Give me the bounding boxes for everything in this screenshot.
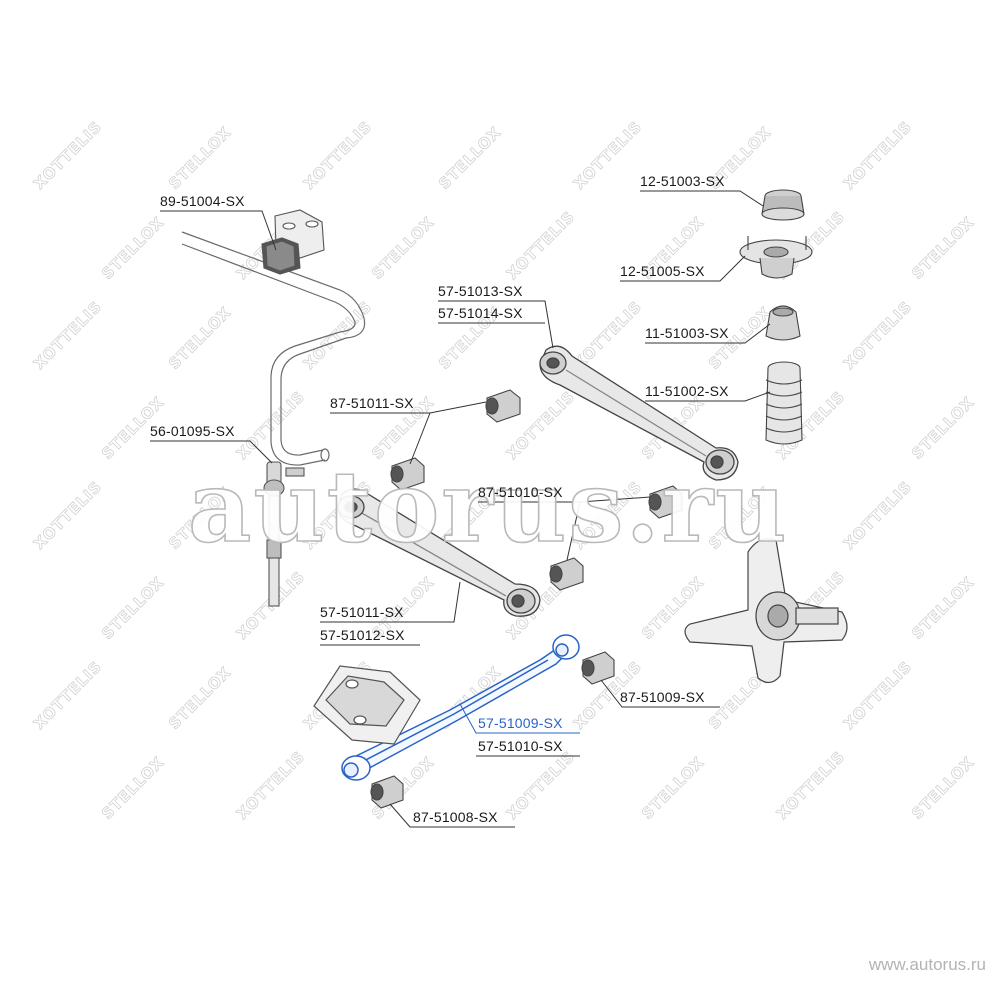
part-label-57-51013[interactable]: 57-51013-SX — [438, 283, 523, 299]
brand-watermark-text: STELLOX — [368, 213, 438, 283]
brand-watermark-text: XOTTELIS — [30, 117, 106, 193]
brand-watermark-text: STELLOX — [98, 213, 168, 283]
leader-89-51004 — [160, 210, 277, 251]
brand-watermark-text: STELLOX — [435, 123, 505, 193]
leader-57-51009 — [459, 703, 580, 734]
part-label-11-51002[interactable]: 11-51002-SX — [645, 383, 729, 399]
part-label-56-01095[interactable]: 56-01095-SX — [150, 423, 235, 439]
leader-11-51003 — [645, 323, 771, 344]
trailing-link-highlighted — [341, 634, 580, 781]
brand-watermark-text: XOTTELIS — [503, 747, 579, 823]
leader-87-51009 — [600, 679, 720, 708]
autorus-url-watermark: www.autorus.ru — [868, 955, 986, 974]
bushing-87-51008 — [370, 775, 404, 809]
part-label-89-51004[interactable]: 89-51004-SX — [160, 193, 245, 209]
brand-watermark-text: STELLOX — [908, 753, 978, 823]
brand-watermark-text: XOTTELIS — [300, 297, 376, 373]
part-label-12-51005[interactable]: 12-51005-SX — [620, 263, 705, 279]
leader-87-51010-b — [566, 501, 581, 561]
brand-watermark-text: XOTTELIS — [30, 297, 106, 373]
leader-12-51003 — [640, 190, 764, 207]
brand-watermark-text: XOTTELIS — [30, 657, 106, 733]
brand-watermark-text: STELLOX — [638, 753, 708, 823]
leader-87-51008 — [389, 803, 515, 828]
brand-watermark-text: STELLOX — [165, 303, 235, 373]
brand-watermark-text: XOTTELIS — [570, 117, 646, 193]
leader-12-51005 — [620, 255, 746, 282]
bushing-87-51011-a — [485, 389, 521, 423]
leader-56-01095 — [150, 440, 273, 464]
brand-watermark-text: STELLOX — [98, 753, 168, 823]
brand-watermark-text: STELLOX — [165, 663, 235, 733]
brand-watermark-text: XOTTELIS — [30, 477, 106, 553]
strut-mount — [739, 236, 813, 279]
part-label-57-51011[interactable]: 57-51011-SX — [320, 604, 404, 620]
brand-watermark-text: STELLOX — [908, 213, 978, 283]
part-label-57-51012[interactable]: 57-51012-SX — [320, 627, 405, 643]
stabilizer-link — [263, 461, 305, 607]
brand-watermark-text: XOTTELIS — [840, 657, 916, 733]
part-label-87-51010[interactable]: 87-51010-SX — [478, 484, 563, 500]
bushing-87-51010-a — [648, 485, 683, 519]
upper-control-arm — [539, 345, 739, 481]
brand-watermark-text: XOTTELIS — [840, 117, 916, 193]
brand-watermark-text: XOTTELIS — [840, 297, 916, 373]
leader-lines — [150, 190, 771, 828]
part-label-57-51014[interactable]: 57-51014-SX — [438, 305, 523, 321]
bushing-87-51011-b — [390, 457, 425, 491]
part-label-87-51011[interactable]: 87-51011-SX — [330, 395, 414, 411]
leader-87-51011-b — [409, 412, 431, 465]
part-label-57-51010[interactable]: 57-51010-SX — [478, 738, 563, 754]
part-label-57-51009-highlighted[interactable]: 57-51009-SX — [478, 715, 563, 731]
leader-57-51013 — [438, 300, 554, 349]
bushing-87-51009 — [581, 651, 615, 685]
autorus-watermark: autorus.ru — [187, 450, 789, 565]
bump-stop — [765, 305, 801, 341]
bushing-87-51010-b — [549, 557, 584, 591]
lower-control-arm — [337, 488, 541, 617]
brand-watermark-text: XOTTELIS — [233, 747, 309, 823]
wheel-knuckle — [684, 537, 848, 684]
leader-57-51011 — [320, 581, 461, 623]
part-label-12-51003[interactable]: 12-51003-SX — [640, 173, 725, 189]
mounting-bracket — [313, 665, 421, 745]
brand-watermark-text: STELLOX — [908, 393, 978, 463]
leader-11-51002 — [645, 391, 771, 402]
part-label-87-51008[interactable]: 87-51008-SX — [413, 809, 498, 825]
brand-watermark-text: STELLOX — [908, 573, 978, 643]
part-label-11-51003[interactable]: 11-51003-SX — [645, 325, 729, 341]
brand-watermark-text: XOTTELIS — [840, 477, 916, 553]
part-label-87-51009[interactable]: 87-51009-SX — [620, 689, 705, 705]
brand-watermark-text: XOTTELIS — [773, 747, 849, 823]
dust-boot — [765, 361, 803, 445]
brand-watermark-text: XOTTELIS — [300, 117, 376, 193]
brand-watermark-text: STELLOX — [98, 573, 168, 643]
stabilizer-bushing — [261, 209, 325, 275]
top-mount-bearing — [761, 189, 805, 221]
stabilizer-bar — [181, 231, 366, 466]
brand-watermark-text: STELLOX — [165, 123, 235, 193]
brand-watermark-text: XOTTELIS — [503, 207, 579, 283]
